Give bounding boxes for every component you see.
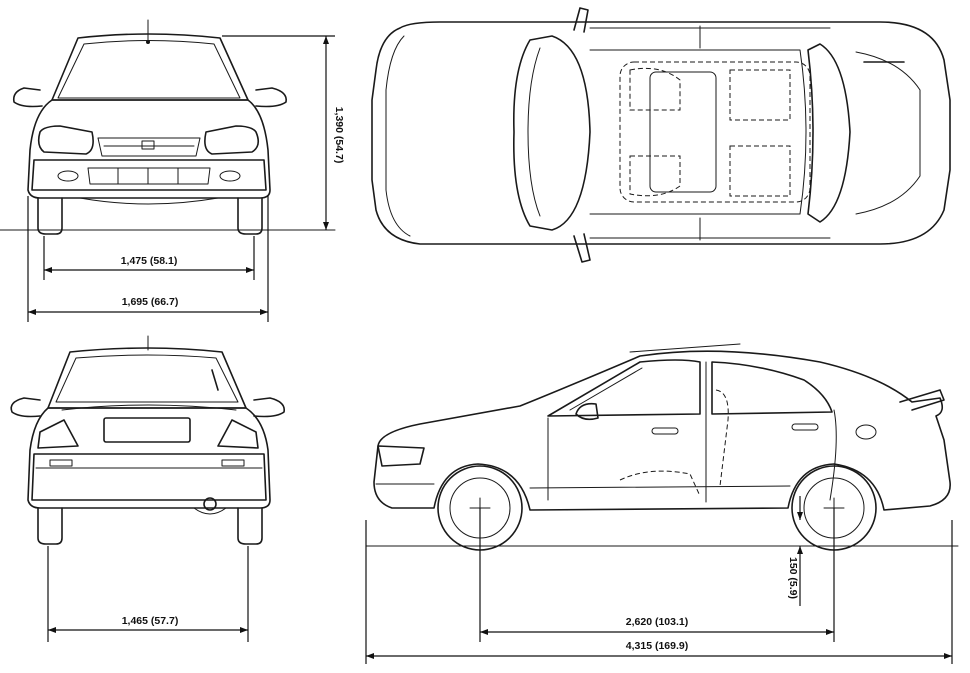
overall-width-label: 1,695 (66.7) (122, 296, 179, 308)
front-dimensions: 1,475 (58.1) 1,695 (66.7) 1,390 (54.7) (27, 35, 345, 322)
overall-height-label: 1,390 (54.7) (333, 107, 345, 164)
ground-clearance-label: 150 (5.9) (787, 557, 799, 599)
wheelbase-label: 2,620 (103.1) (626, 616, 688, 628)
overall-length-label: 4,315 (169.9) (626, 640, 688, 652)
top-view (371, 7, 951, 263)
rear-view (10, 335, 286, 545)
front-view (12, 19, 288, 235)
side-view (373, 343, 951, 551)
front-track-label: 1,475 (58.1) (121, 255, 178, 267)
rear-track-label: 1,465 (57.7) (122, 615, 179, 627)
rear-dimensions: 1,465 (57.7) (47, 546, 249, 642)
side-dimensions: 2,620 (103.1) 4,315 (169.9) 150 (5.9) (365, 496, 953, 664)
